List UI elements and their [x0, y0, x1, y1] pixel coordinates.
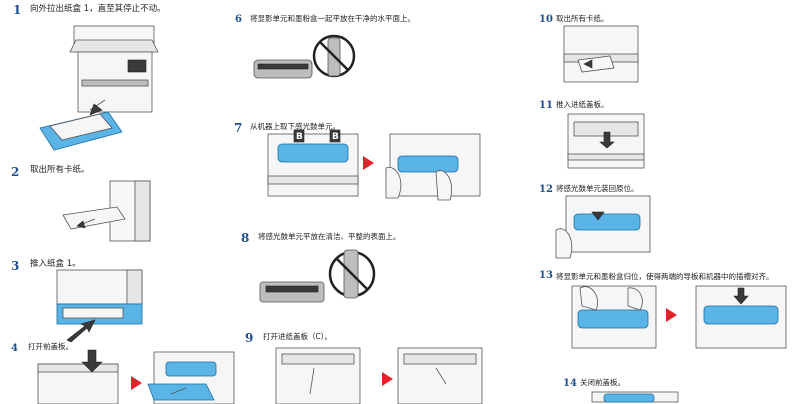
drum-unit-illustration — [259, 249, 376, 303]
step-number: 2 — [11, 165, 20, 179]
step-4: 4 打开前盖板。 — [0, 338, 240, 404]
step-number: 8 — [241, 231, 250, 245]
step-number: 12 — [539, 184, 553, 195]
step-number: 3 — [11, 259, 20, 273]
red-triangle-arrow-icon — [363, 156, 374, 170]
b-label-left: B — [296, 132, 303, 142]
step-number: 10 — [539, 14, 553, 25]
step-text: 推入纸盒 1。 — [30, 259, 81, 269]
push-feed-cover-illustration — [567, 113, 645, 169]
step-9: 9 打开进纸盖板（C）。 — [230, 328, 520, 404]
step-text: 打开进纸盖板（C）。 — [263, 332, 332, 341]
step-number: 14 — [563, 378, 577, 389]
step-number: 1 — [13, 3, 22, 17]
open-front-cover-illustration — [37, 349, 235, 404]
b-label-right: B — [332, 132, 339, 142]
remove-paper-illustration — [62, 180, 151, 242]
step-10: 10 取出所有卡纸。 — [530, 8, 792, 96]
reinstall-drum-illustration — [555, 195, 651, 259]
remove-jam-paper-illustration — [563, 25, 639, 83]
step-text: 将显影单元和墨粉盒归位，使得两端的导板和机器中的插槽对齐。 — [556, 272, 774, 281]
step-number: 4 — [11, 343, 18, 354]
step-number: 11 — [539, 100, 553, 111]
reinstall-developer-illustration — [571, 285, 787, 349]
close-front-cover-illustration — [591, 391, 679, 403]
red-triangle-arrow-icon — [382, 372, 393, 386]
red-triangle-arrow-icon — [131, 376, 142, 390]
step-number: 9 — [245, 331, 254, 345]
step-text: 打开前盖板。 — [28, 342, 73, 351]
step-7: 7 从机器上取下感光鼓单元。 B B — [230, 118, 520, 228]
step-8: 8 将感光鼓单元平放在清洁、平整的表面上。 — [230, 228, 510, 328]
push-tray-illustration — [56, 269, 143, 343]
step-text: 将显影单元和墨粉盒一起平放在干净的水平面上。 — [250, 14, 415, 23]
step-text: 推入进纸盖板。 — [556, 100, 609, 109]
step-2: 2 取出所有卡纸。 — [0, 162, 230, 252]
step-text: 关闭前盖板。 — [580, 378, 625, 387]
step-12: 12 将感光鼓单元装回原位。 — [530, 178, 792, 264]
step-text: 向外拉出纸盒 1，直至其停止不动。 — [30, 4, 166, 14]
step-text: 取出所有卡纸。 — [30, 165, 90, 175]
open-feed-cover-illustration — [275, 347, 483, 404]
step-6: 6 将显影单元和墨粉盒一起平放在干净的水平面上。 — [230, 0, 510, 110]
red-triangle-arrow-icon — [666, 308, 677, 322]
developer-unit-illustration — [253, 34, 356, 79]
step-3: 3 推入纸盒 1。 — [0, 256, 230, 343]
step-13: 13 将显影单元和墨粉盒归位，使得两端的导板和机器中的插槽对齐。 — [530, 264, 792, 368]
step-number: 13 — [539, 270, 553, 281]
step-text: 将感光鼓单元装回原位。 — [556, 184, 639, 193]
step-text: 取出所有卡纸。 — [556, 14, 609, 23]
step-text: 从机器上取下感光鼓单元。 — [250, 122, 340, 131]
step-number: 7 — [234, 121, 243, 135]
remove-drum-illustration: B B — [267, 129, 481, 201]
step-1: 1 向外拉出纸盒 1，直至其停止不动。 — [0, 0, 230, 160]
step-text: 将感光鼓单元平放在清洁、平整的表面上。 — [258, 232, 401, 241]
printer-pull-tray-illustration — [39, 25, 159, 151]
step-number: 6 — [235, 14, 242, 25]
step-14: 14 关闭前盖板。 — [530, 372, 792, 403]
step-11: 11 推入进纸盖板。 — [530, 94, 792, 180]
